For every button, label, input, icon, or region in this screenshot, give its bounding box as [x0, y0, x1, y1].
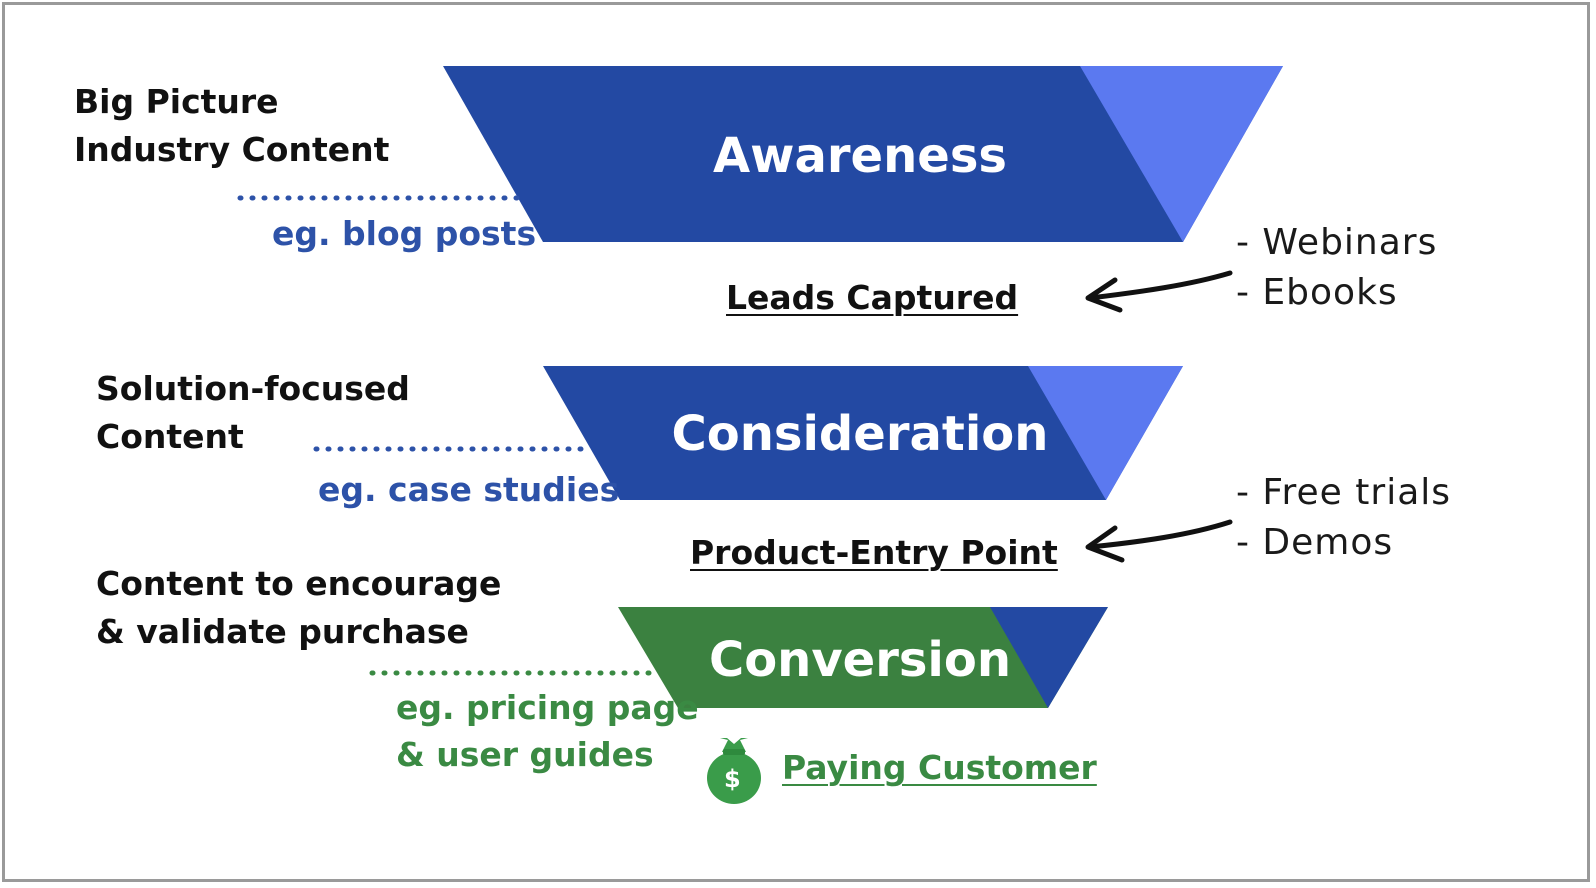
consideration-content-line2: Content: [96, 417, 244, 456]
arrow-left-icon: [1085, 519, 1233, 563]
arrow-left-icon: [1085, 270, 1233, 313]
consideration-band: [543, 366, 1183, 500]
conversion-content-line1: Content to encourage: [96, 564, 502, 603]
conversion-example-line1: eg. pricing page: [396, 688, 699, 727]
consideration-highlight: [1028, 366, 1183, 500]
product-entry-label: Product-Entry Point: [690, 533, 1058, 572]
conversion-band: [618, 607, 1108, 708]
note-ebooks: - Ebooks: [1236, 272, 1398, 313]
stage-consideration: Consideration: [671, 406, 1049, 462]
stage-conversion: Conversion: [708, 632, 1012, 688]
awareness-example: eg. blog posts: [272, 214, 537, 253]
conversion-example-line2: & user guides: [396, 735, 654, 774]
conversion-content-line2: & validate purchase: [96, 612, 469, 651]
paying-customer-label: Paying Customer: [782, 748, 1097, 787]
note-demos: - Demos: [1236, 522, 1394, 563]
consideration-content-line1: Solution-focused: [96, 369, 410, 408]
note-webinars: - Webinars: [1236, 222, 1438, 263]
leads-captured-label: Leads Captured: [726, 278, 1019, 317]
money-bag-symbol: $: [724, 765, 741, 793]
awareness-highlight: [1080, 66, 1283, 242]
money-bag-icon: [707, 738, 761, 804]
stage-awareness: Awareness: [713, 128, 1007, 184]
awareness-content-line1: Big Picture: [74, 82, 279, 121]
awareness-content-line2: Industry Content: [74, 130, 390, 169]
conversion-highlight: [990, 607, 1108, 708]
consideration-example: eg. case studies: [318, 470, 620, 509]
note-free-trials: - Free trials: [1236, 472, 1452, 513]
awareness-band: [443, 66, 1283, 242]
